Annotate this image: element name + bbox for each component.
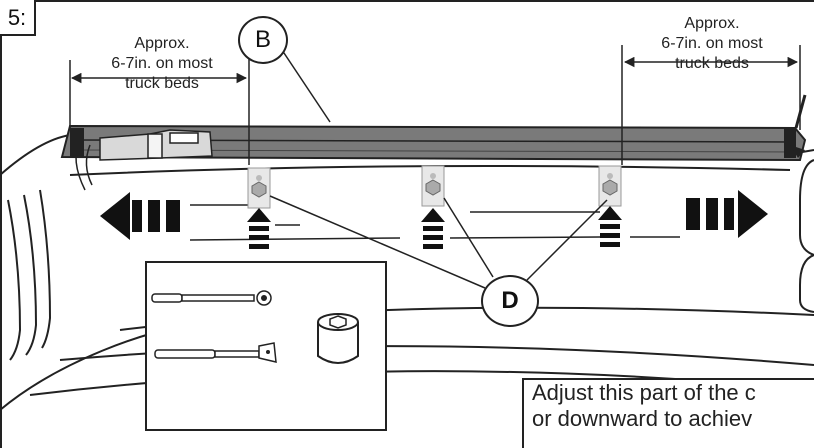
- ratchet-wrench-icon: [154, 342, 277, 363]
- right-outward-arrow: [686, 190, 768, 238]
- callout-d: D: [481, 275, 539, 327]
- right-measure-line1: Approx.: [684, 15, 740, 32]
- step-number: 5:: [0, 0, 36, 36]
- bolt-center: [421, 165, 445, 207]
- left-measure-label: Approx. 6-7in. on most truck beds: [86, 34, 238, 94]
- truck-bed-outline: [0, 134, 814, 411]
- note-line2: or downward to achiev: [532, 406, 753, 431]
- callout-b-leader: [281, 49, 331, 123]
- callout-b: B: [238, 16, 288, 64]
- dimension-extension-lines: [69, 45, 801, 165]
- right-measure-line2: 6-7in. on most: [640, 34, 784, 54]
- callout-d-leaders: [269, 195, 608, 289]
- bolt-right: [598, 165, 622, 207]
- right-measure-label: Approx. 6-7in. on most truck beds: [632, 14, 792, 74]
- bed-floor-lines: [189, 204, 680, 241]
- bolt-left: [247, 167, 271, 209]
- right-bed-wall: [799, 159, 814, 313]
- socket-icon: [317, 313, 359, 364]
- clamp-assembly: [75, 129, 213, 191]
- up-arrow-right: [598, 206, 622, 247]
- left-bed-wall: [7, 189, 52, 361]
- adjustment-note: Adjust this part of the c or downward to…: [522, 378, 814, 448]
- up-arrow-center: [421, 208, 445, 249]
- up-arrow-left: [247, 208, 271, 249]
- left-measure-line3: truck beds: [125, 75, 199, 92]
- torque-wrench-icon: [151, 290, 272, 306]
- note-line1: Adjust this part of the c: [532, 380, 756, 405]
- right-measure-line3: truck beds: [675, 55, 749, 72]
- left-measure-line1: Approx.: [134, 35, 190, 52]
- left-outward-arrow: [100, 192, 180, 240]
- left-measure-line2: 6-7in. on most: [92, 54, 232, 74]
